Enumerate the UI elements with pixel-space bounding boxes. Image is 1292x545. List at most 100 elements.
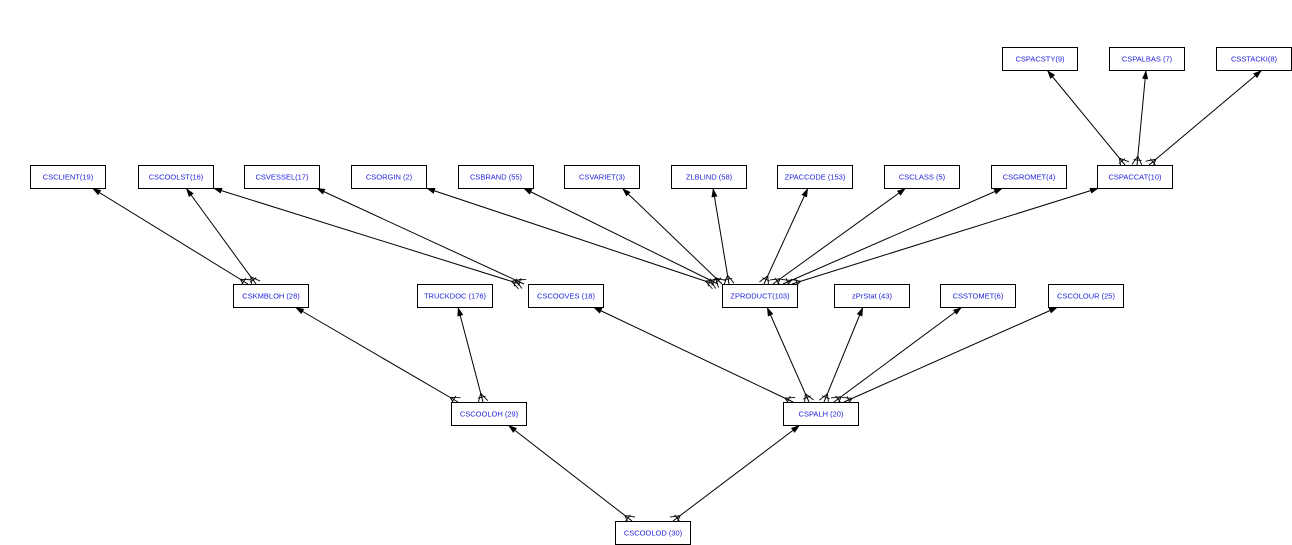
relationship-zproduct-to-csorgin — [425, 187, 716, 290]
arrowhead — [457, 307, 464, 317]
entity-csstacki[interactable]: CSSTACKI(8) — [1216, 47, 1292, 71]
arrowhead — [593, 307, 603, 314]
entity-cspaccat[interactable]: CSPACCAT(10) — [1097, 165, 1173, 189]
arrowhead — [896, 188, 906, 196]
entity-csbrand[interactable]: CSBRAND (55) — [458, 165, 534, 189]
entity-cscooves[interactable]: CSCOOVES (18) — [528, 284, 604, 308]
entity-box — [1097, 165, 1173, 189]
entity-box — [783, 402, 859, 426]
entity-label: CSCOOVES (18) — [537, 292, 595, 301]
relationship-cscooves-to-csvessel — [315, 187, 527, 289]
entity-zlblind[interactable]: ZLBLIND (58) — [671, 165, 747, 189]
relationship-cspalh-to-zproduct — [766, 306, 814, 405]
entity-label: ZPRODUCT(103) — [730, 292, 790, 301]
relationship-line — [507, 424, 633, 522]
relationship-cskmbloh-to-csclient — [91, 187, 251, 289]
entity-cscoolod[interactable]: CSCOOLOD (30) — [615, 521, 691, 545]
relationship-line — [425, 187, 715, 285]
entity-csstomet[interactable]: CSSTOMET(6) — [940, 284, 1016, 308]
relationship-line — [1136, 69, 1147, 166]
entity-cscolour[interactable]: CSCOLOUR (25) — [1048, 284, 1124, 308]
relationship-zproduct-to-csvariet — [621, 187, 726, 288]
relationship-line — [782, 187, 1004, 285]
entity-label: CSCLIENT(19) — [43, 173, 94, 182]
entity-csvariet[interactable]: CSVARIET(3) — [564, 165, 640, 189]
arrowhead — [186, 188, 194, 198]
entity-label: zPrStat (43) — [852, 292, 893, 301]
relationship-cskmbloh-to-cscoolst — [185, 187, 261, 288]
relationship-line — [766, 306, 810, 403]
relationship-line — [315, 187, 525, 285]
entity-cspalh[interactable]: CSPALH (20) — [783, 402, 859, 426]
entity-label: CSCOOLOD (30) — [624, 529, 683, 538]
arrowhead — [295, 307, 305, 315]
relationship-line — [712, 187, 730, 285]
entity-cspacsty[interactable]: CSPACSTY(9) — [1002, 47, 1078, 71]
entity-label: CSBRAND (55) — [470, 173, 523, 182]
relationship-line — [763, 187, 809, 285]
entity-box — [417, 284, 493, 308]
entity-box — [671, 165, 747, 189]
entity-zproduct[interactable]: ZPRODUCT(103) — [722, 284, 798, 308]
entity-label: CSVESSEL(17) — [256, 173, 309, 182]
entity-cskmbloh[interactable]: CSKMBLOH (28) — [233, 284, 309, 308]
relationship-zproduct-to-zlblind — [711, 187, 735, 285]
entity-label: CSPACSTY(9) — [1015, 55, 1065, 64]
arrowhead — [711, 188, 718, 198]
crows-foot-marker — [709, 278, 721, 289]
entity-box — [991, 165, 1067, 189]
arrowhead — [801, 188, 808, 198]
relationship-cscooloh-to-cskmbloh — [294, 306, 461, 407]
arrowhead — [1048, 307, 1058, 314]
entity-label: CSCOOLST(16) — [149, 173, 204, 182]
relationship-line — [1148, 69, 1263, 166]
arrowhead — [1047, 70, 1056, 79]
crows-foot-marker — [1131, 155, 1143, 166]
entity-box — [1002, 47, 1078, 71]
arrowhead — [1089, 187, 1099, 194]
arrowhead — [1253, 70, 1262, 79]
entity-label: CSVARIET(3) — [579, 173, 626, 182]
relationship-line — [457, 306, 484, 403]
relationship-cspaccat-to-cspalbas — [1131, 69, 1149, 166]
crows-foot-marker — [477, 392, 489, 404]
entity-csorgin[interactable]: CSORGIN (2) — [351, 165, 427, 189]
entity-zpaccode[interactable]: ZPACCODE (153) — [777, 165, 853, 189]
relationship-zproduct-to-csgromet — [780, 187, 1004, 289]
relationship-zproduct-to-csbrand — [522, 187, 721, 289]
relationship-line — [843, 306, 1059, 403]
entity-csvessel[interactable]: CSVESSEL(17) — [244, 165, 320, 189]
entity-label: ZLBLIND (58) — [686, 173, 733, 182]
entity-label: CSCLASS (5) — [899, 173, 946, 182]
arrowhead — [1142, 70, 1149, 80]
entity-truckdoc[interactable]: TRUCKDOC (176) — [417, 284, 493, 308]
arrowhead — [213, 187, 223, 194]
entity-box — [884, 165, 960, 189]
relationship-line — [522, 187, 719, 285]
entity-cscooloh[interactable]: CSCOOLOH (29) — [451, 402, 527, 426]
entity-box — [244, 165, 320, 189]
entity-cspalbas[interactable]: CSPALBAS (7) — [1109, 47, 1185, 71]
arrowhead — [791, 425, 800, 433]
entity-csgromet[interactable]: CSGROMET(4) — [991, 165, 1067, 189]
entity-box — [722, 284, 798, 308]
entity-label: ZPACCODE (153) — [785, 173, 846, 182]
entity-cscoolst[interactable]: CSCOOLST(16) — [138, 165, 214, 189]
relationship-cspalh-to-csstomet — [830, 306, 963, 407]
entity-box — [940, 284, 1016, 308]
arrowhead — [508, 425, 517, 433]
entity-box — [351, 165, 427, 189]
relationship-line — [833, 306, 963, 403]
entity-csclass[interactable]: CSCLASS (5) — [884, 165, 960, 189]
relationship-cspaccat-to-cspacsty — [1046, 69, 1130, 169]
entity-box — [233, 284, 309, 308]
entity-box — [30, 165, 106, 189]
entity-zprstat[interactable]: zPrStat (43) — [834, 284, 910, 308]
entity-box — [451, 402, 527, 426]
relationship-cspalh-to-cscolour — [841, 306, 1059, 407]
relationship-line — [791, 187, 1100, 285]
entity-csclient[interactable]: CSCLIENT(19) — [30, 165, 106, 189]
entity-box — [1109, 47, 1185, 71]
arrowhead — [856, 307, 863, 317]
arrowhead — [767, 307, 774, 317]
